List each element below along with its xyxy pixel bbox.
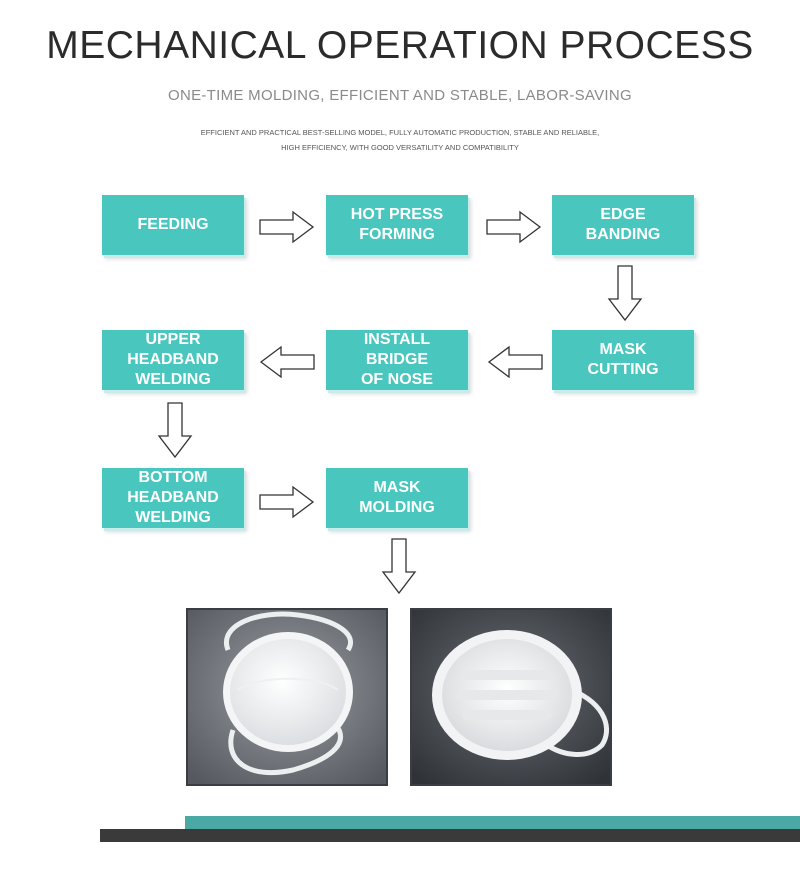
step-bottom-headband-welding: BOTTOM HEADBAND WELDING: [102, 468, 244, 528]
arrow-right-icon: [486, 210, 542, 244]
arrow-left-icon: [259, 345, 315, 379]
step-upper-headband-welding: UPPER HEADBAND WELDING: [102, 330, 244, 390]
step-install-bridge-of-nose: INSTALL BRIDGE OF NOSE: [326, 330, 468, 390]
step-feeding: FEEDING: [102, 195, 244, 255]
page-subtitle: ONE-TIME MOLDING, EFFICIENT AND STABLE, …: [167, 87, 632, 104]
footer-bar-dark: [100, 829, 800, 842]
arrow-right-icon: [259, 210, 315, 244]
arrow-left-icon: [487, 345, 543, 379]
page-title: MECHANICAL OPERATION PROCESS: [46, 24, 754, 67]
mask-inner-photo: [410, 608, 612, 786]
description-line-2: HIGH EFFICIENCY, WITH GOOD VERSATILITY A…: [281, 143, 519, 152]
footer-bar-teal: [185, 816, 800, 829]
step-hot-press-forming: HOT PRESS FORMING: [326, 195, 468, 255]
step-edge-banding: EDGE BANDING: [552, 195, 694, 255]
arrow-down-icon: [157, 402, 193, 459]
mask-front-photo: [186, 608, 388, 786]
description: EFFICIENT AND PRACTICAL BEST-SELLING MOD…: [0, 125, 800, 155]
step-mask-molding: MASK MOLDING: [326, 468, 468, 528]
step-mask-cutting: MASK CUTTING: [552, 330, 694, 390]
arrow-right-icon: [259, 485, 315, 519]
description-line-1: EFFICIENT AND PRACTICAL BEST-SELLING MOD…: [200, 128, 600, 137]
arrow-down-icon: [381, 538, 417, 595]
arrow-down-icon: [607, 265, 643, 322]
